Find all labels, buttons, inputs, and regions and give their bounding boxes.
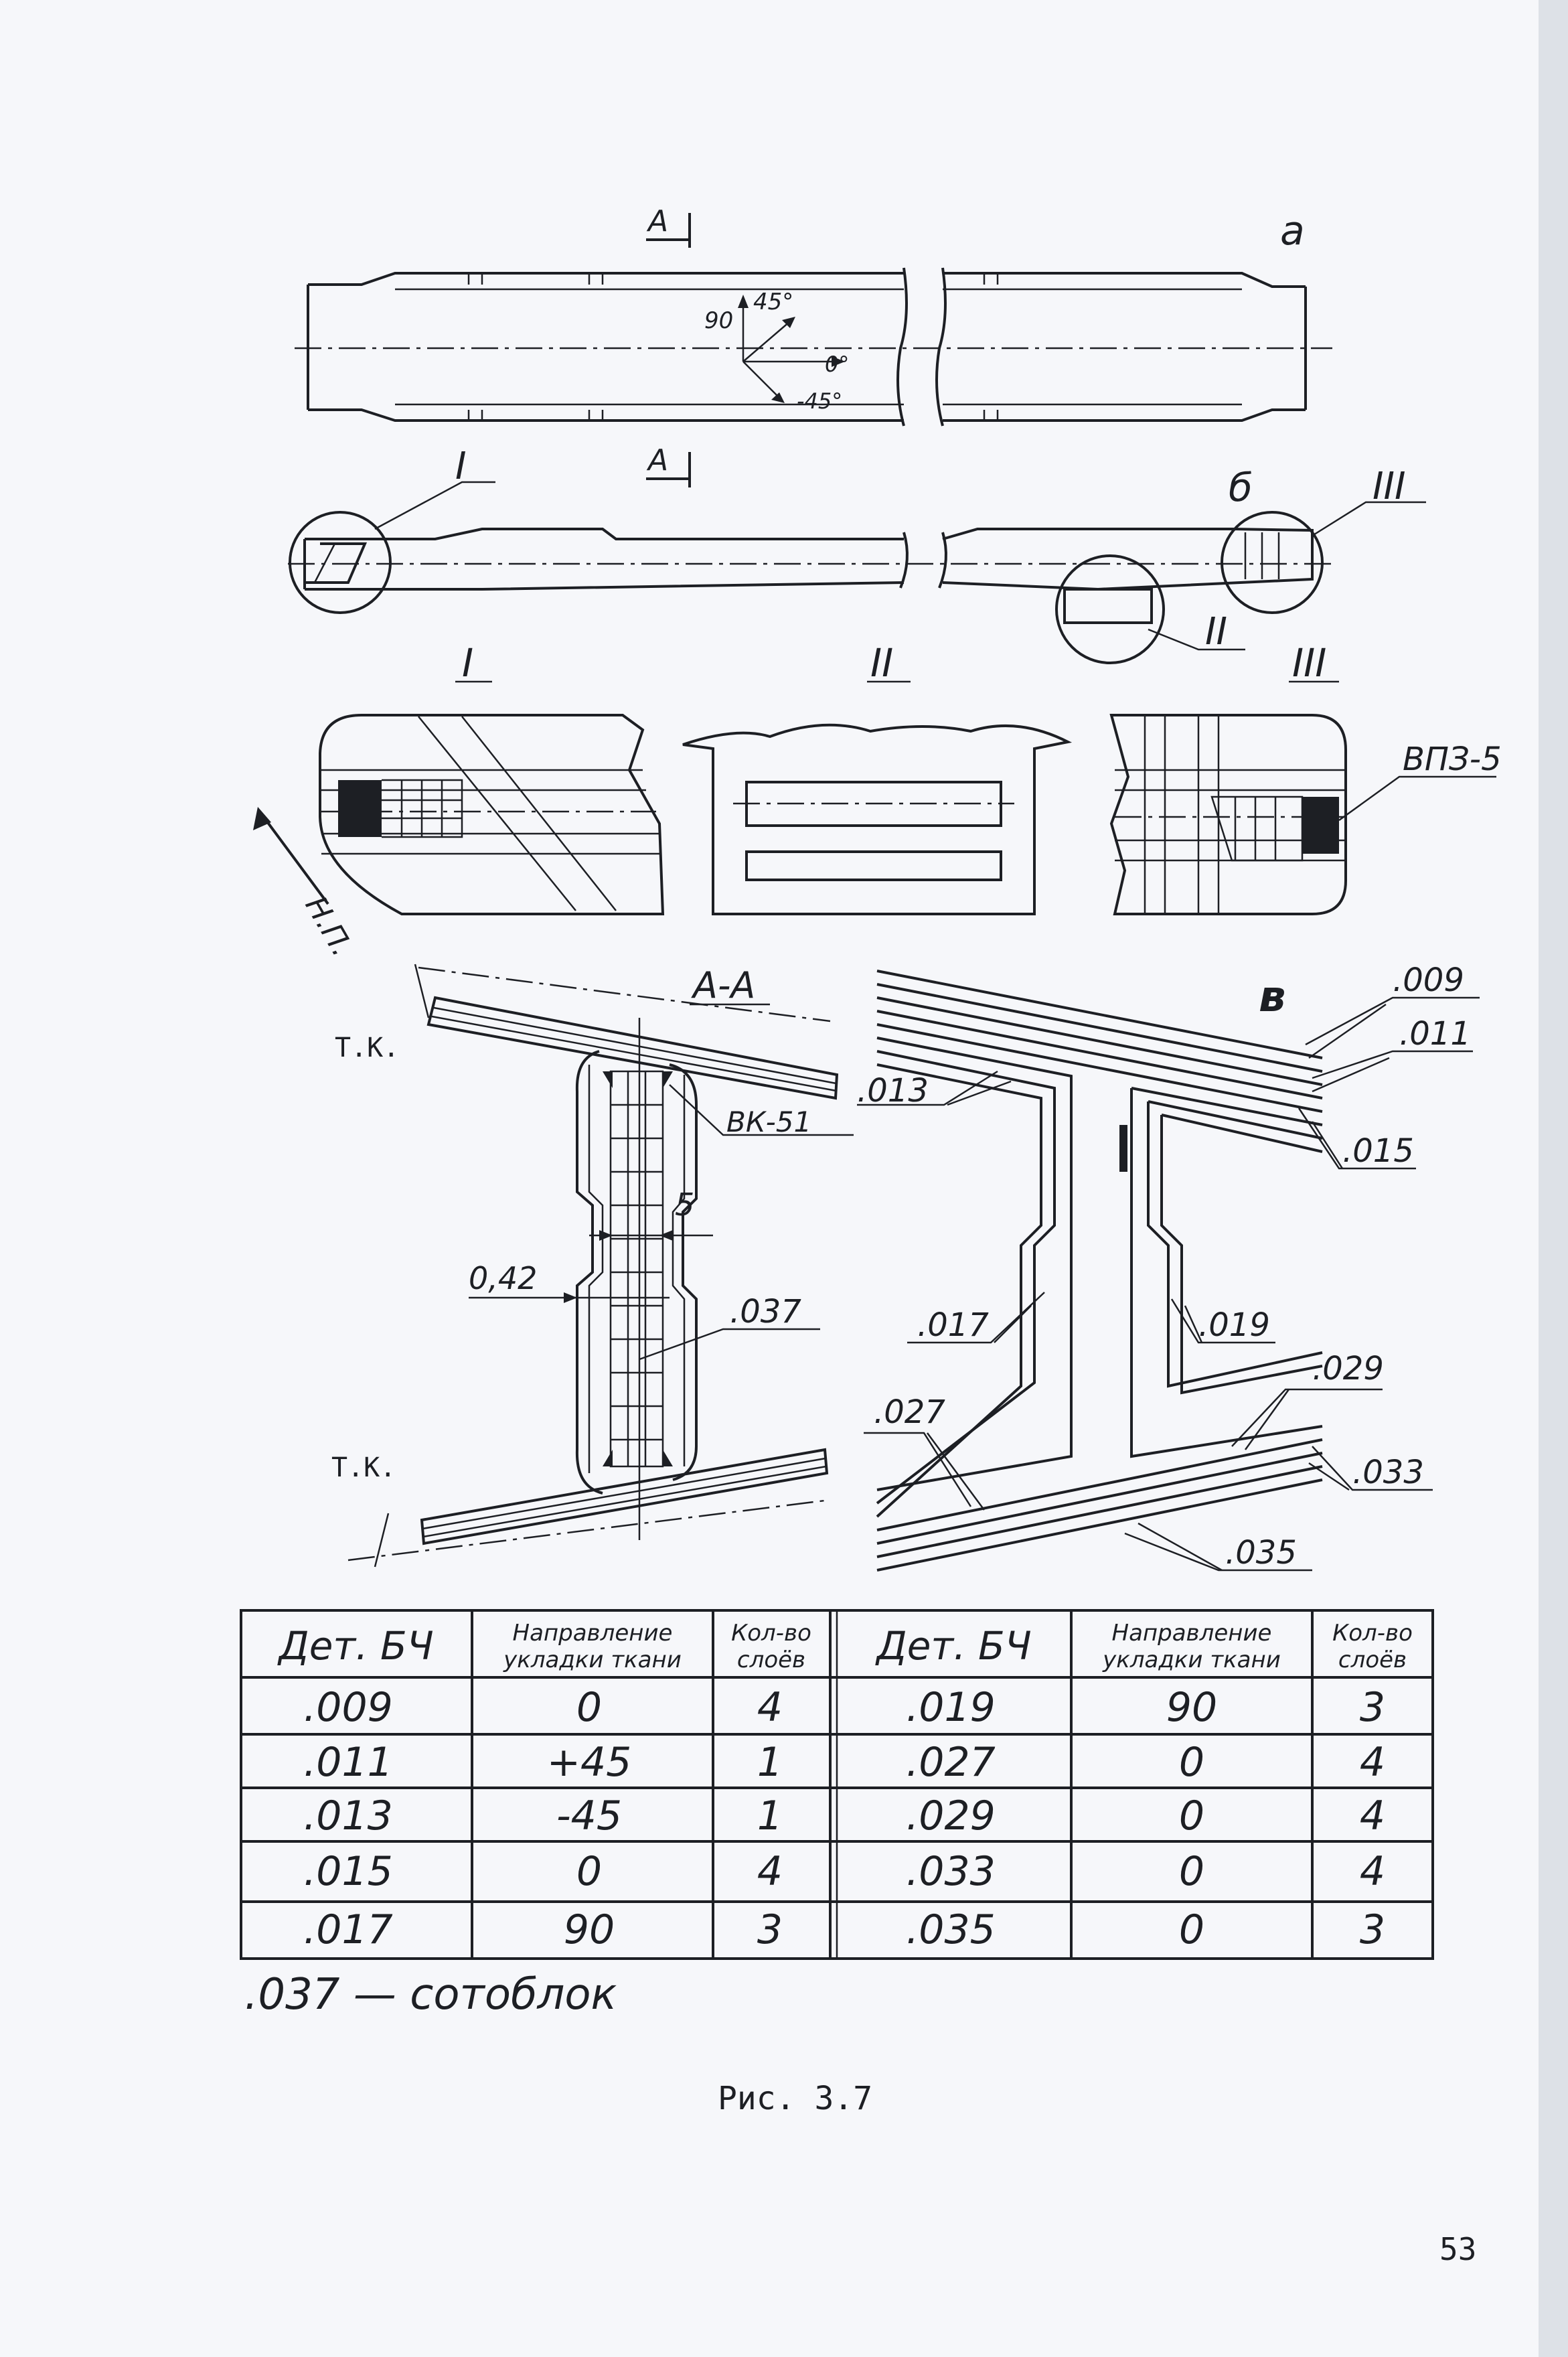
detail-label-III: III xyxy=(1292,640,1326,686)
view-a-beam: 90 45° 0° -45° xyxy=(295,267,1332,427)
view-a-label: a xyxy=(1280,208,1305,254)
angle-minus45-label: -45° xyxy=(797,388,842,414)
page-number: 53 xyxy=(1439,2231,1476,2267)
section-mark-mid: A xyxy=(646,443,691,487)
view-v-label: в xyxy=(1259,972,1286,1022)
svg-text:4: 4 xyxy=(757,1848,783,1895)
vpz-label: ВПЗ-5 xyxy=(1403,741,1502,778)
layup-view: в .009 .011 .015 .013 .017 .019 .029 .02… xyxy=(857,962,1480,1572)
svg-text:A: A xyxy=(646,204,668,238)
section-aa-title: А-А xyxy=(691,964,755,1006)
svg-text:1: 1 xyxy=(757,1739,783,1786)
detail-II xyxy=(682,723,1073,915)
legend-note: .037 — сотоблок xyxy=(244,1970,617,2020)
ply-019-label: .019 xyxy=(1198,1306,1270,1344)
detail-label-I: I xyxy=(462,640,473,686)
callout-label-I: I xyxy=(455,445,467,488)
svg-text:.017: .017 xyxy=(303,1906,393,1953)
ply-037-label-aa: .037 xyxy=(730,1293,801,1330)
table-row: .011 +45 1 .027 0 4 xyxy=(303,1739,1385,1786)
svg-text:.009: .009 xyxy=(303,1684,393,1731)
ply-015-label: .015 xyxy=(1342,1132,1414,1170)
svg-text:90: 90 xyxy=(564,1906,615,1953)
svg-text:.027: .027 xyxy=(906,1739,996,1786)
table-header-dir-left-1: Направление xyxy=(513,1620,673,1647)
svg-text:+45: +45 xyxy=(547,1739,632,1786)
table-header-cnt-left-2: слоёв xyxy=(737,1647,805,1673)
ply-027-label: .027 xyxy=(874,1393,945,1431)
svg-text:0: 0 xyxy=(1179,1739,1204,1786)
svg-text:.011: .011 xyxy=(303,1739,393,1786)
svg-text:3: 3 xyxy=(1360,1684,1385,1731)
dim-042-label: 0,42 xyxy=(469,1260,537,1296)
figure-caption: Рис. 3.7 xyxy=(718,2080,872,2117)
table-row: .017 90 3 .035 0 3 xyxy=(303,1906,1385,1953)
svg-text:.033: .033 xyxy=(906,1848,996,1895)
callout-circle-II xyxy=(1055,554,1165,664)
svg-text:0: 0 xyxy=(1179,1793,1204,1839)
ply-011-label: .011 xyxy=(1399,1015,1471,1053)
ply-029-label: .029 xyxy=(1312,1350,1384,1387)
svg-text:.013: .013 xyxy=(303,1793,393,1839)
ply-013-label: .013 xyxy=(857,1072,929,1110)
svg-text:0: 0 xyxy=(576,1848,602,1895)
table-header-dir-right-1: Направление xyxy=(1112,1620,1272,1647)
ply-009-label: .009 xyxy=(1393,962,1464,999)
tk-label-bottom: Т.К. xyxy=(331,1452,396,1483)
svg-text:.015: .015 xyxy=(303,1848,393,1895)
svg-text:0: 0 xyxy=(1179,1848,1204,1895)
section-mark-top: A xyxy=(646,204,691,248)
ply-table: Дет. БЧ Направление укладки ткани Кол-во… xyxy=(240,1609,1434,1960)
svg-text:3: 3 xyxy=(757,1906,783,1953)
section-aa: Т.К. Т.К. А-А ВК-51 5 0,42 .037 xyxy=(331,964,854,1568)
svg-text:4: 4 xyxy=(1360,1848,1385,1895)
table-header-cnt-right-1: Кол-во xyxy=(1332,1620,1413,1647)
ply-017-label: .017 xyxy=(917,1306,989,1344)
table-row: .013 -45 1 .029 0 4 xyxy=(303,1793,1385,1839)
table-row: .015 0 4 .033 0 4 xyxy=(303,1848,1385,1895)
svg-text:.035: .035 xyxy=(906,1906,996,1953)
svg-text:1: 1 xyxy=(757,1793,783,1839)
svg-text:.019: .019 xyxy=(906,1684,996,1731)
ply-033-label: .033 xyxy=(1352,1454,1424,1491)
callout-circle-III xyxy=(1221,511,1324,614)
angle-0-label: 0° xyxy=(825,352,849,377)
tk-label-top: Т.К. xyxy=(335,1033,399,1063)
svg-text:0: 0 xyxy=(576,1684,602,1731)
detail-label-II: II xyxy=(870,640,893,686)
svg-text:A: A xyxy=(646,443,668,477)
svg-text:4: 4 xyxy=(1360,1793,1385,1839)
view-b-label: б xyxy=(1229,465,1253,510)
detail-III: ВПЗ-5 xyxy=(1109,714,1502,915)
callout-label-III: III xyxy=(1373,465,1406,508)
svg-text:0: 0 xyxy=(1179,1906,1204,1953)
svg-text:.029: .029 xyxy=(906,1793,996,1839)
svg-text:-45: -45 xyxy=(556,1793,622,1839)
dim-5-label: 5 xyxy=(675,1187,694,1223)
vk51-label: ВК-51 xyxy=(726,1106,811,1138)
table-header-cnt-right-2: слоёв xyxy=(1338,1647,1407,1673)
angle-45-label: 45° xyxy=(753,289,793,315)
table-header-cnt-left-1: Кол-во xyxy=(731,1620,811,1647)
table-header-dir-left-2: укладки ткани xyxy=(503,1647,682,1673)
svg-text:4: 4 xyxy=(1360,1739,1385,1786)
callout-label-II: II xyxy=(1205,610,1227,654)
table-header-dir-right-2: укладки ткани xyxy=(1102,1647,1281,1673)
ply-035-label: .035 xyxy=(1225,1534,1297,1572)
svg-text:4: 4 xyxy=(757,1684,783,1731)
angle-90-label: 90 xyxy=(704,307,733,334)
table-row: .009 0 4 .019 90 3 xyxy=(303,1684,1385,1731)
table-header-part-right: Дет. БЧ xyxy=(874,1623,1031,1669)
table-header-part-left: Дет. БЧ xyxy=(277,1623,433,1669)
svg-text:90: 90 xyxy=(1166,1684,1217,1731)
svg-text:3: 3 xyxy=(1360,1906,1385,1953)
callout-circle-I xyxy=(289,511,392,614)
